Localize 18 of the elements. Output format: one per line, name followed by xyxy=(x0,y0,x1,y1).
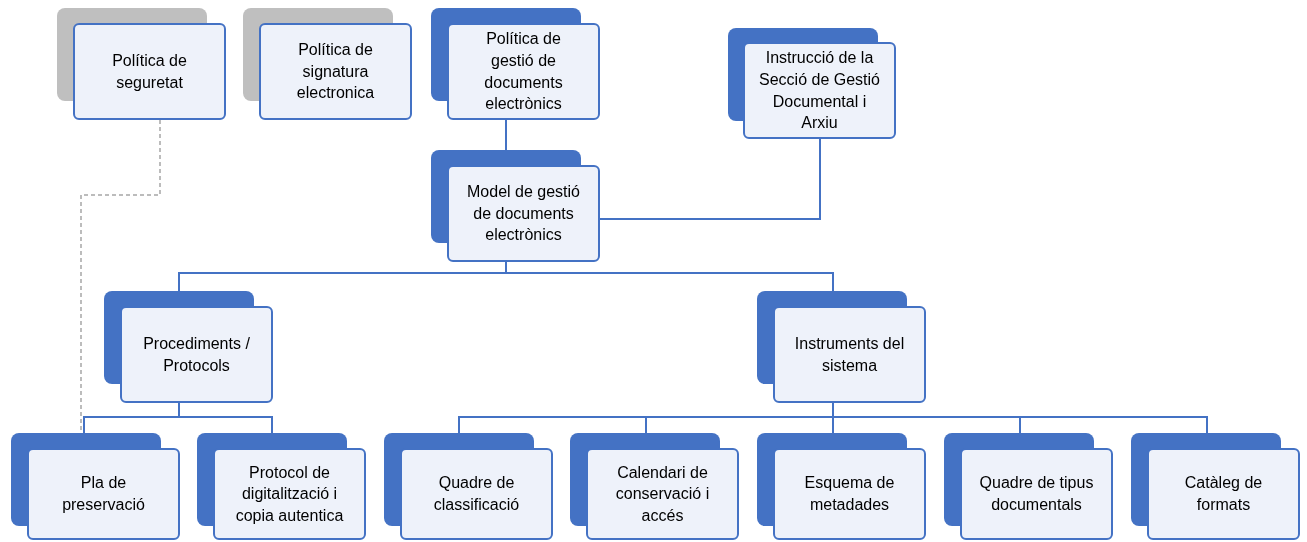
box-label: Pla de preservació xyxy=(61,473,146,515)
box-label: Protocol de digitalització i copia autentica xyxy=(234,462,345,526)
box-label: Política de seguretat xyxy=(111,50,188,93)
box-label: Calendari de conservació i accés xyxy=(614,462,711,526)
connector-line xyxy=(505,261,834,292)
box-label: Procediments / Protocols xyxy=(142,333,251,376)
connector-line xyxy=(505,119,507,151)
box-label: Quadre de tipus documentals xyxy=(978,473,1095,515)
box-label: Política de gestió de documents electrònics xyxy=(483,29,564,115)
box-label: Model de gestió de documents electrònics xyxy=(466,182,581,246)
box-label: Instrucció de la Secció de Gestió Documental i Arxiu xyxy=(759,48,880,134)
connector-line xyxy=(178,402,273,434)
connector-line xyxy=(599,138,821,220)
box-label: Esquema de metadades xyxy=(803,473,896,515)
box-label: Quadre de classificació xyxy=(432,473,521,515)
box-label: Política de signatura electronica xyxy=(295,40,376,104)
box-label: Catàleg de formats xyxy=(1183,473,1264,515)
box-label: Instruments del sistema xyxy=(793,333,906,376)
